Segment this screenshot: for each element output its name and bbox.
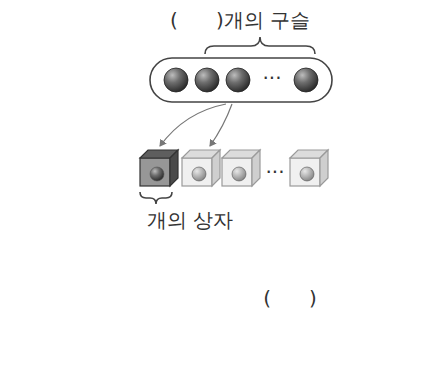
marble — [192, 167, 206, 181]
box-front — [222, 158, 252, 186]
boxes — [140, 150, 328, 186]
box-count-label: 개의 상자 — [147, 208, 233, 232]
move-arrow — [210, 104, 232, 146]
box — [290, 150, 328, 186]
box-side — [212, 150, 220, 186]
answer-blank: ( ) — [263, 286, 317, 310]
box — [222, 150, 260, 186]
box — [140, 150, 178, 186]
marble-capsule — [150, 58, 332, 102]
marble — [294, 68, 318, 92]
marble — [164, 68, 188, 92]
box-side — [252, 150, 260, 186]
box-side — [320, 150, 328, 186]
marble — [232, 167, 246, 181]
ellipsis: ··· — [265, 160, 284, 184]
top-brace — [205, 37, 315, 54]
marble — [195, 68, 219, 92]
marble — [300, 167, 314, 181]
box-front — [182, 158, 212, 186]
ellipsis: ··· — [262, 66, 281, 90]
box — [182, 150, 220, 186]
marbles — [164, 68, 318, 92]
box-front — [140, 158, 170, 186]
bottom-brace — [140, 192, 172, 204]
marble — [150, 167, 164, 181]
box-front — [290, 158, 320, 186]
move-arrow — [160, 104, 226, 146]
marble-count-label: ( )개의 구슬 — [170, 8, 310, 32]
marble — [226, 68, 250, 92]
box-side — [170, 150, 178, 186]
